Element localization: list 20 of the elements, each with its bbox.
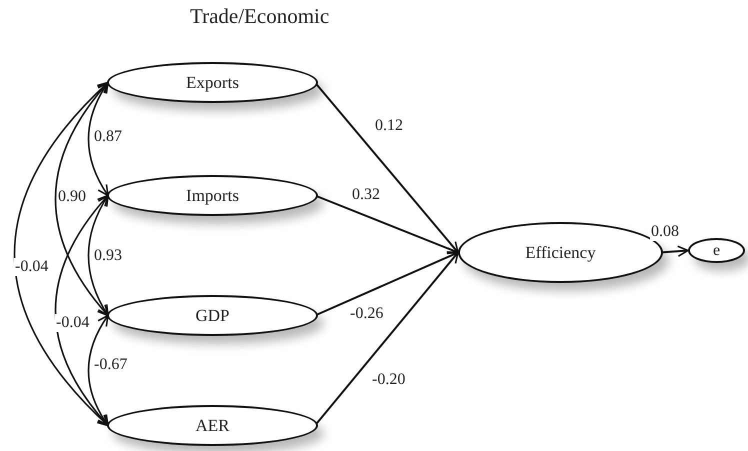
- double-headed-arrow: [88, 194, 109, 316]
- ellipse-node: [107, 62, 318, 103]
- node-label: Efficiency: [525, 242, 596, 262]
- node-label: AER: [196, 416, 230, 436]
- edge-label: 0.08: [650, 223, 680, 241]
- ellipse-node: [107, 405, 318, 446]
- double-headed-arrow: [88, 314, 109, 426]
- ellipse-node: [107, 295, 318, 336]
- double-headed-arrow: [54, 82, 109, 316]
- edge-label: -0.04: [55, 314, 90, 332]
- double-headed-arrow: [14, 82, 109, 426]
- node-label: GDP: [195, 306, 230, 326]
- node-label: Imports: [186, 186, 239, 206]
- double-headed-arrow: [54, 194, 109, 426]
- edge-label: -0.04: [14, 258, 50, 276]
- diagram-title: Trade/Economic: [190, 4, 330, 29]
- ellipse-node: [107, 175, 318, 216]
- ellipse-node: [688, 238, 745, 263]
- node-label: e: [712, 242, 720, 260]
- node-label: Exports: [186, 72, 239, 92]
